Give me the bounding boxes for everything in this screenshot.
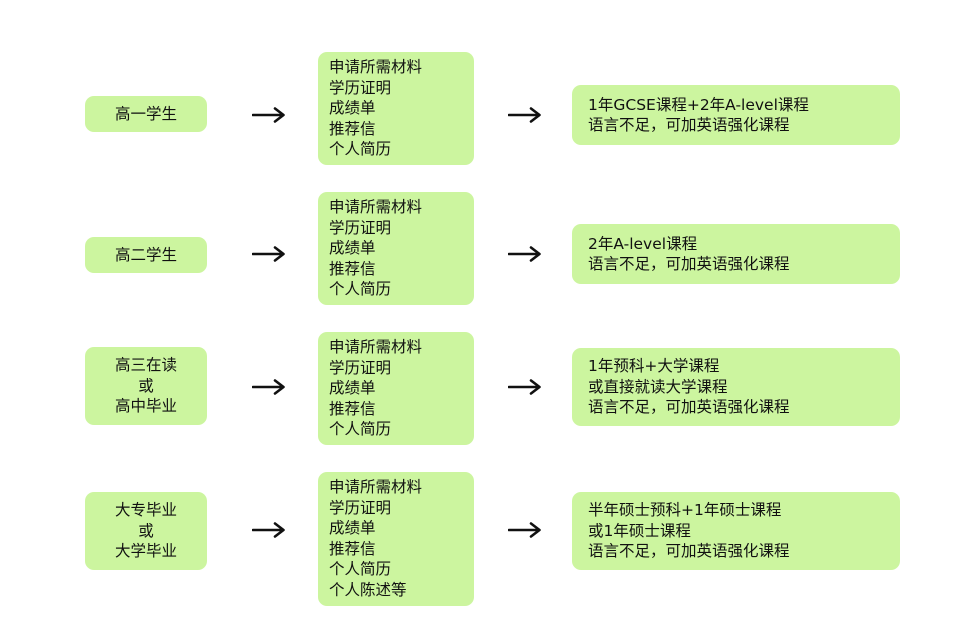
program-line: 2年A-level课程 <box>588 234 698 253</box>
program-box-row-4: 半年硕士预科+1年硕士课程 或1年硕士课程 语言不足，可加英语强化课程 <box>572 492 900 570</box>
program-line: 1年预科+大学课程 <box>588 357 720 376</box>
stage-text: 大学毕业 <box>114 542 177 561</box>
materials-heading: 申请所需材料 <box>329 338 423 356</box>
materials-item: 个人简历 <box>329 560 392 578</box>
materials-item: 推荐信 <box>329 119 376 138</box>
materials-heading: 申请所需材料 <box>329 198 423 216</box>
materials-item: 学历证明 <box>329 218 392 237</box>
materials-item: 成绩单 <box>329 99 376 117</box>
program-line: 语言不足，可加英语强化课程 <box>588 255 790 273</box>
stage-text: 高二学生 <box>114 245 177 264</box>
program-line: 半年硕士预科+1年硕士课程 <box>588 501 782 520</box>
materials-item: 学历证明 <box>329 78 392 97</box>
arrow-right-icon <box>252 107 286 123</box>
program-line: 语言不足，可加英语强化课程 <box>588 398 790 417</box>
materials-item: 成绩单 <box>329 239 376 257</box>
stage-box-row-2: 高二学生 <box>85 237 207 273</box>
materials-item: 学历证明 <box>329 358 392 377</box>
stage-text: 高一学生 <box>114 104 177 123</box>
arrow-right-icon <box>252 246 286 262</box>
materials-box-row-2: 申请所需材料 学历证明 成绩单 推荐信 个人简历 <box>318 192 474 305</box>
materials-heading: 申请所需材料 <box>329 478 423 496</box>
arrow-right-icon <box>252 522 286 538</box>
stage-box-row-1: 高一学生 <box>85 96 207 132</box>
stage-box-row-3: 高三在读 或 高中毕业 <box>85 347 207 425</box>
materials-item: 个人简历 <box>329 420 392 438</box>
program-line: 语言不足，可加英语强化课程 <box>588 542 790 561</box>
program-line: 或直接就读大学课程 <box>588 377 728 396</box>
materials-box-row-3: 申请所需材料 学历证明 成绩单 推荐信 个人简历 <box>318 332 474 445</box>
materials-item: 成绩单 <box>329 519 376 537</box>
arrow-right-icon <box>508 107 542 123</box>
program-line: 或1年硕士课程 <box>588 521 691 540</box>
program-box-row-3: 1年预科+大学课程 或直接就读大学课程 语言不足，可加英语强化课程 <box>572 348 900 426</box>
program-line: 1年GCSE课程+2年A-level课程 <box>588 95 809 114</box>
program-box-row-1: 1年GCSE课程+2年A-level课程 语言不足，可加英语强化课程 <box>572 85 900 145</box>
materials-box-row-4: 申请所需材料 学历证明 成绩单 推荐信 个人简历 个人陈述等 <box>318 472 474 606</box>
program-box-row-2: 2年A-level课程 语言不足，可加英语强化课程 <box>572 224 900 284</box>
stage-connector: 或 <box>138 521 154 540</box>
materials-box-row-1: 申请所需材料 学历证明 成绩单 推荐信 个人简历 <box>318 52 474 165</box>
arrow-right-icon <box>508 379 542 395</box>
stage-text: 高中毕业 <box>114 397 177 416</box>
stage-box-row-4: 大专毕业 或 大学毕业 <box>85 492 207 570</box>
stage-connector: 或 <box>138 376 154 395</box>
program-line: 语言不足，可加英语强化课程 <box>588 116 790 134</box>
arrow-right-icon <box>252 379 286 395</box>
arrow-right-icon <box>508 246 542 262</box>
materials-item: 成绩单 <box>329 379 376 397</box>
materials-item: 学历证明 <box>329 498 392 517</box>
arrow-right-icon <box>508 522 542 538</box>
stage-text: 高三在读 <box>114 356 177 375</box>
materials-heading: 申请所需材料 <box>329 58 423 76</box>
materials-item: 个人陈述等 <box>329 580 407 599</box>
materials-item: 个人简历 <box>329 280 392 298</box>
stage-text: 大专毕业 <box>114 501 177 520</box>
materials-item: 推荐信 <box>329 539 376 558</box>
materials-item: 推荐信 <box>329 399 376 418</box>
materials-item: 推荐信 <box>329 259 376 278</box>
materials-item: 个人简历 <box>329 140 392 158</box>
